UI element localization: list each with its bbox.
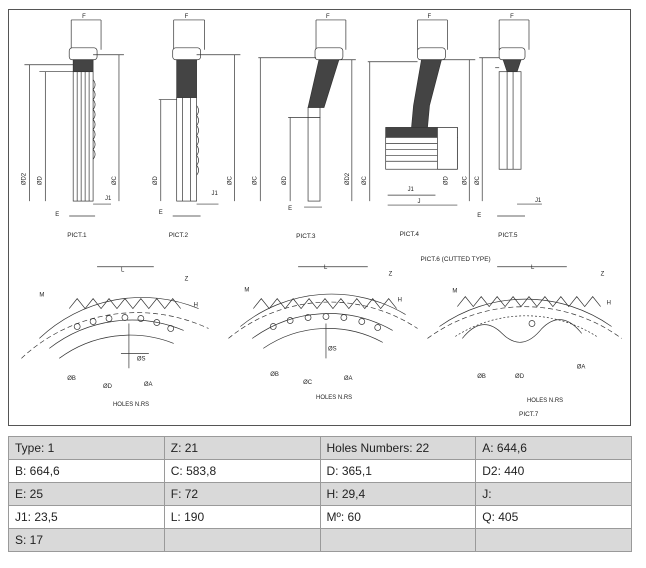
- dim-B-2: ØB: [270, 372, 279, 378]
- caption-pict6: PICT.6 (CUTTED TYPE): [421, 256, 491, 263]
- caption-pict2: PICT.2: [169, 232, 189, 239]
- dim-H-2: H: [398, 298, 402, 304]
- table-row: S: 17: [8, 528, 632, 552]
- spec-a: A: 644,6: [475, 436, 632, 460]
- caption-pict3: PICT.3: [296, 233, 316, 240]
- spec-j1: J1: 23,5: [8, 505, 165, 529]
- sprocket-arc-right: [427, 266, 622, 343]
- dim-F-5: F: [510, 14, 514, 20]
- dim-J-4: J: [418, 199, 421, 205]
- spec-l: L: 190: [163, 505, 321, 529]
- pict1-section: [24, 19, 124, 217]
- holes-label-1: HOLES N.RS: [113, 402, 149, 408]
- dim-D-7: ØD: [515, 374, 525, 380]
- drawing-labels: F F F F F E E E E J1 J1 J1 J1 J ØD2 ØD Ø…: [21, 14, 611, 418]
- pict5-section: [479, 19, 542, 217]
- dim-D2-1: ØD2: [21, 172, 27, 185]
- dim-L-2: L: [324, 265, 328, 271]
- dim-A-2: ØA: [344, 376, 353, 382]
- dim-J1-2: J1: [212, 191, 219, 197]
- pict4-section: [367, 19, 476, 206]
- dim-D-2: ØD: [153, 176, 159, 186]
- dim-B-1: ØB: [67, 376, 76, 382]
- dim-D-6: ØD: [103, 384, 113, 390]
- dim-B-3: ØB: [477, 374, 486, 380]
- spec-z: Z: 21: [163, 436, 321, 460]
- dim-E-1: E: [55, 212, 59, 218]
- dim-E-3: E: [288, 206, 292, 212]
- dim-F-4: F: [427, 14, 431, 20]
- spec-e: E: 25: [8, 482, 165, 506]
- dim-C-1: ØC: [112, 176, 118, 186]
- spec-holes: Holes Numbers: 22: [319, 436, 477, 460]
- dim-J1-4: J1: [408, 187, 415, 193]
- sprocket-drawing-svg: F F F F F E E E E J1 J1 J1 J1 J ØD2 ØD Ø…: [21, 14, 622, 418]
- spec-empty-1: [163, 528, 321, 552]
- pict3-section: [258, 19, 356, 208]
- spec-type: Type: 1: [8, 436, 165, 460]
- specs-table: Type: 1 Z: 21 Holes Numbers: 22 A: 644,6…: [8, 436, 632, 552]
- spec-s: S: 17: [8, 528, 165, 552]
- dim-A-1: ØA: [144, 382, 153, 388]
- caption-pict7: PICT.7: [519, 411, 539, 418]
- dim-H-3: H: [607, 301, 611, 307]
- dim-D-4: ØD: [443, 176, 449, 186]
- dim-J1-1: J1: [105, 196, 112, 202]
- dim-Z-1: Z: [185, 277, 189, 283]
- dim-L-3: L: [531, 265, 535, 271]
- dim-S-1: ØS: [137, 356, 146, 362]
- pict2-section: [158, 19, 241, 217]
- dim-C-3: ØC: [252, 176, 258, 186]
- dim-C-4: ØC: [362, 176, 368, 186]
- spec-f: F: 72: [163, 482, 321, 506]
- holes-label-2: HOLES N.RS: [316, 395, 352, 401]
- dim-C-7: ØC: [303, 380, 313, 386]
- dim-D-1: ØD: [37, 176, 43, 186]
- dim-Z-2: Z: [389, 272, 393, 278]
- dim-M-2: M: [244, 288, 249, 294]
- spec-h: H: 29,4: [319, 482, 477, 506]
- technical-drawing: F F F F F E E E E J1 J1 J1 J1 J ØD2 ØD Ø…: [8, 9, 631, 426]
- sprocket-arc-middle: [228, 266, 418, 359]
- dim-E-5: E: [477, 213, 481, 219]
- table-row: J1: 23,5 L: 190 Mº: 60 Q: 405: [8, 505, 632, 529]
- spec-c: C: 583,8: [163, 459, 321, 483]
- table-row: Type: 1 Z: 21 Holes Numbers: 22 A: 644,6: [8, 436, 632, 460]
- holes-label-3: HOLES N.RS: [527, 398, 563, 404]
- table-row: B: 664,6 C: 583,8 D: 365,1 D2: 440: [8, 459, 632, 483]
- caption-pict5: PICT.5: [498, 232, 518, 239]
- spec-d2: D2: 440: [475, 459, 632, 483]
- dim-S-2: ØS: [328, 346, 337, 352]
- dim-M-3: M: [452, 289, 457, 295]
- spec-j: J:: [475, 482, 632, 506]
- spec-empty-2: [319, 528, 477, 552]
- dim-E-2: E: [159, 210, 163, 216]
- dim-C-6: ØC: [475, 176, 481, 186]
- spec-empty-3: [475, 528, 632, 552]
- spec-m: Mº: 60: [319, 505, 477, 529]
- spec-b: B: 664,6: [8, 459, 165, 483]
- dim-D-3: ØD: [282, 176, 288, 186]
- dim-Z-3: Z: [601, 272, 605, 278]
- dim-A-3: ØA: [577, 364, 586, 370]
- caption-pict4: PICT.4: [400, 231, 420, 238]
- dim-M-1: M: [39, 293, 44, 299]
- spec-d: D: 365,1: [319, 459, 477, 483]
- dim-F-2: F: [185, 14, 189, 20]
- dim-F-3: F: [326, 14, 330, 20]
- spec-q: Q: 405: [475, 505, 632, 529]
- table-row: E: 25 F: 72 H: 29,4 J:: [8, 482, 632, 506]
- dim-D2-3: ØD2: [345, 172, 351, 185]
- dim-H-1: H: [194, 303, 198, 309]
- dim-F-1: F: [82, 14, 86, 20]
- dim-C-2: ØC: [227, 176, 233, 186]
- sprocket-arc-left: [21, 266, 209, 369]
- dim-L-1: L: [121, 268, 125, 274]
- dim-C-5: ØC: [462, 176, 468, 186]
- caption-pict1: PICT.1: [67, 232, 87, 239]
- dim-J1-5: J1: [535, 198, 542, 204]
